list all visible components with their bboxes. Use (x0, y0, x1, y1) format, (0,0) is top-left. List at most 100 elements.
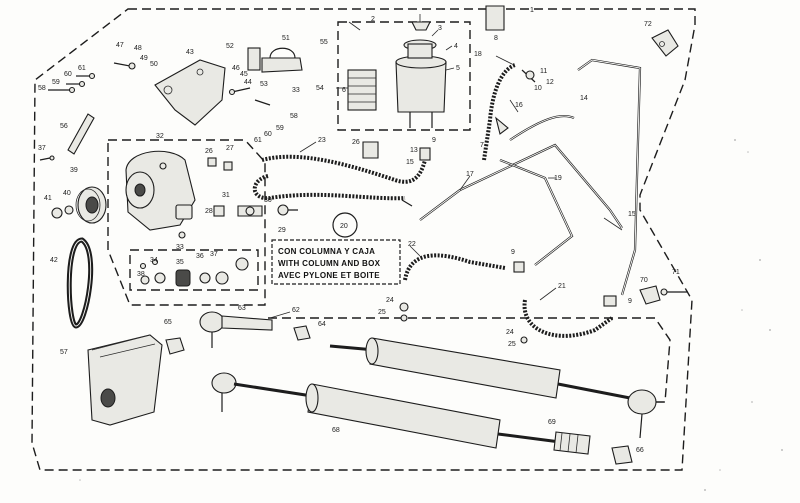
callout-60: 60 (64, 71, 72, 78)
callout-11: 11 (540, 68, 547, 75)
callout-47: 47 (116, 42, 124, 49)
pulley-39 (75, 186, 107, 224)
callout-72: 72 (644, 21, 652, 28)
drive-belt-42 (66, 237, 94, 329)
callout-32: 32 (156, 133, 164, 140)
callout-20-circle (332, 212, 358, 238)
callout-37b: 37 (38, 145, 46, 152)
seal-kit-box (129, 249, 259, 291)
callout-6: 6 (342, 87, 346, 94)
callout-44: 44 (244, 79, 252, 86)
line-fittings (362, 5, 617, 344)
callout-13: 13 (410, 147, 418, 154)
callout-14: 14 (580, 95, 588, 102)
callout-66: 66 (636, 447, 644, 454)
callout-49: 49 (140, 55, 148, 62)
caption-line-3: AVEC PYLONE ET BOITE (278, 271, 380, 280)
caption-line-1: CON COLUMNA Y CAJA (278, 247, 375, 256)
callout-15: 15 (628, 211, 636, 218)
leader-lines (269, 14, 623, 319)
pump-fittings (207, 157, 298, 217)
callout-4: 4 (454, 43, 458, 50)
callout-68: 68 (332, 427, 340, 434)
callout-9c: 9 (628, 298, 632, 305)
clamp-51 (247, 47, 303, 73)
bracket-70-bolt-71 (639, 285, 688, 305)
hose-and-pipe-routing (252, 58, 642, 338)
nut-64 (293, 325, 311, 341)
steering-rack-lower-68 (211, 372, 561, 449)
pump-subassembly-box (107, 139, 266, 306)
mount-bracket-43 (154, 59, 226, 126)
callout-61: 61 (78, 65, 86, 72)
callout-19: 19 (554, 175, 562, 182)
callout-40: 40 (63, 190, 71, 197)
adjuster-69 (553, 431, 591, 455)
callout-39: 39 (70, 167, 78, 174)
callout-36: 36 (196, 253, 204, 260)
callout-59: 59 (52, 79, 60, 86)
nut-66 (611, 445, 633, 465)
callout-48: 48 (134, 45, 142, 52)
callout-34: 34 (150, 257, 158, 264)
callout-33b: 33 (292, 87, 300, 94)
callout-21: 21 (558, 283, 566, 290)
callout-23: 23 (318, 137, 326, 144)
callout-52: 52 (226, 43, 234, 50)
bolt-set-left (48, 62, 271, 106)
tie-rod-end-63 (199, 311, 273, 348)
callout-42: 42 (50, 257, 58, 264)
callout-53: 53 (260, 81, 268, 88)
callout-33: 33 (176, 244, 184, 251)
support-bracket-57 (87, 334, 163, 426)
callout-43: 43 (186, 49, 194, 56)
callout-45: 45 (240, 71, 248, 78)
callout-24b: 24 (506, 329, 514, 336)
callout-26b: 26 (205, 148, 213, 155)
reservoir-assembly (347, 21, 447, 128)
callout-labels: 1 2 3 4 5 6 7 8 9 9 9 10 11 12 13 14 15 … (38, 7, 680, 454)
nut-40 (64, 205, 74, 215)
callout-24: 24 (386, 297, 394, 304)
callout-51: 51 (282, 35, 290, 42)
callout-41: 41 (44, 195, 52, 202)
washer-41 (51, 207, 63, 219)
assembly-caption: CON COLUMNA Y CAJA WITH COLUMN AND BOX A… (271, 239, 401, 285)
callout-2: 2 (371, 16, 375, 23)
callout-29: 29 (278, 227, 286, 234)
callout-16: 16 (515, 102, 523, 109)
callout-27: 27 (226, 145, 234, 152)
callout-12: 12 (546, 79, 554, 86)
callout-58b: 58 (290, 113, 298, 120)
callout-62: 62 (292, 307, 300, 314)
callout-8: 8 (494, 35, 498, 42)
callout-37: 37 (210, 251, 218, 258)
callout-58: 58 (38, 85, 46, 92)
callout-60b: 60 (264, 131, 272, 138)
callout-71: 71 (672, 269, 680, 276)
callout-7: 7 (480, 142, 484, 149)
caption-line-2: WITH COLUMN AND BOX (278, 259, 381, 268)
callout-5: 5 (456, 65, 460, 72)
callout-31: 31 (222, 192, 230, 199)
adjusting-arm-56 (67, 113, 95, 155)
callout-9: 9 (432, 137, 436, 144)
callout-56: 56 (60, 123, 68, 130)
callout-26: 26 (352, 139, 360, 146)
seal-kit-parts (139, 257, 249, 287)
callout-54: 54 (316, 85, 324, 92)
callout-57: 57 (60, 349, 68, 356)
callout-35: 35 (176, 259, 184, 266)
callout-25: 25 (378, 309, 386, 316)
callout-59b: 59 (276, 125, 284, 132)
callout-9b: 9 (511, 249, 515, 256)
steering-rack-upper (329, 337, 657, 439)
callout-63: 63 (238, 305, 246, 312)
callout-28: 28 (205, 208, 213, 215)
callout-10: 10 (534, 85, 542, 92)
callout-22: 22 (408, 241, 416, 248)
callout-69: 69 (548, 419, 556, 426)
pump-body-32 (125, 150, 196, 239)
